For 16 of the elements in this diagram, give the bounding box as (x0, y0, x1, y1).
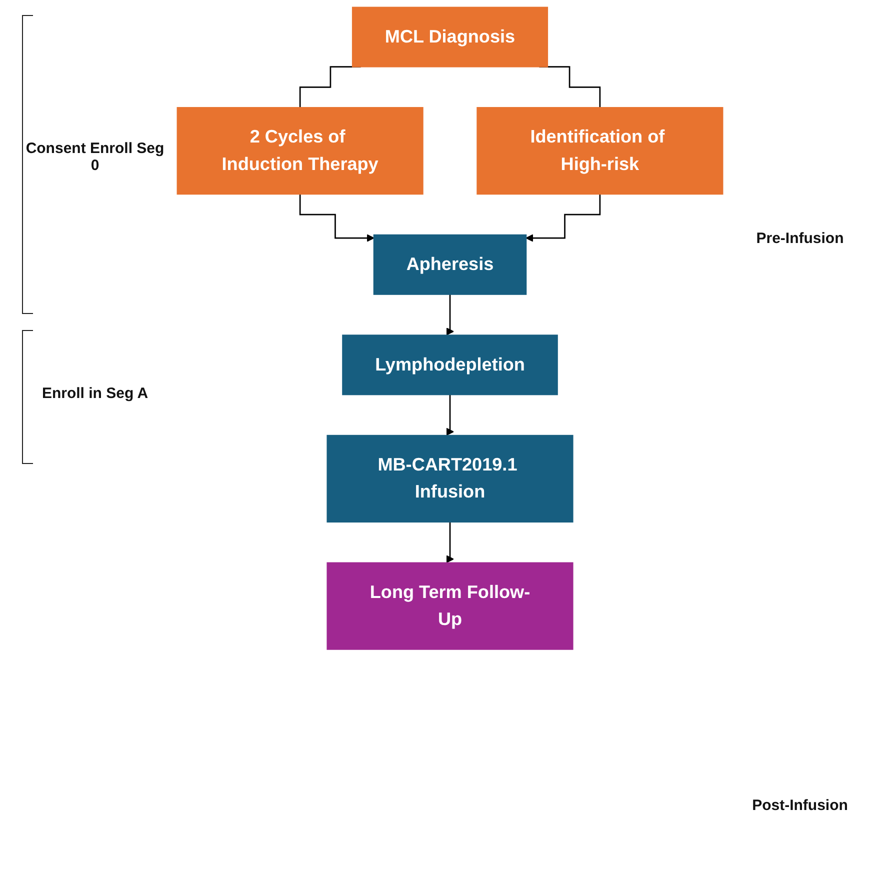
node-box: Apheresis (373, 234, 527, 295)
arrow (446, 294, 454, 336)
arrow (446, 394, 454, 436)
arrow (526, 194, 601, 242)
node-box: Lymphodepletion (342, 334, 558, 396)
node-box: 2 Cycles of Induction Therapy (176, 107, 424, 195)
section-label: Consent Enroll Seg 0 (24, 140, 166, 174)
section-label: Pre-Infusion (755, 230, 845, 247)
node-box: Identification of High-risk (476, 107, 724, 195)
node-box: Long Term Follow-Up (326, 562, 574, 650)
section-label: Enroll in Seg A (40, 385, 150, 402)
node-box: MCL Diagnosis (352, 6, 548, 68)
arrow (446, 521, 454, 564)
arrow (299, 194, 374, 242)
section-label: Post-Infusion (751, 797, 849, 814)
node-box: MB-CART2019.1 Infusion (326, 434, 574, 523)
